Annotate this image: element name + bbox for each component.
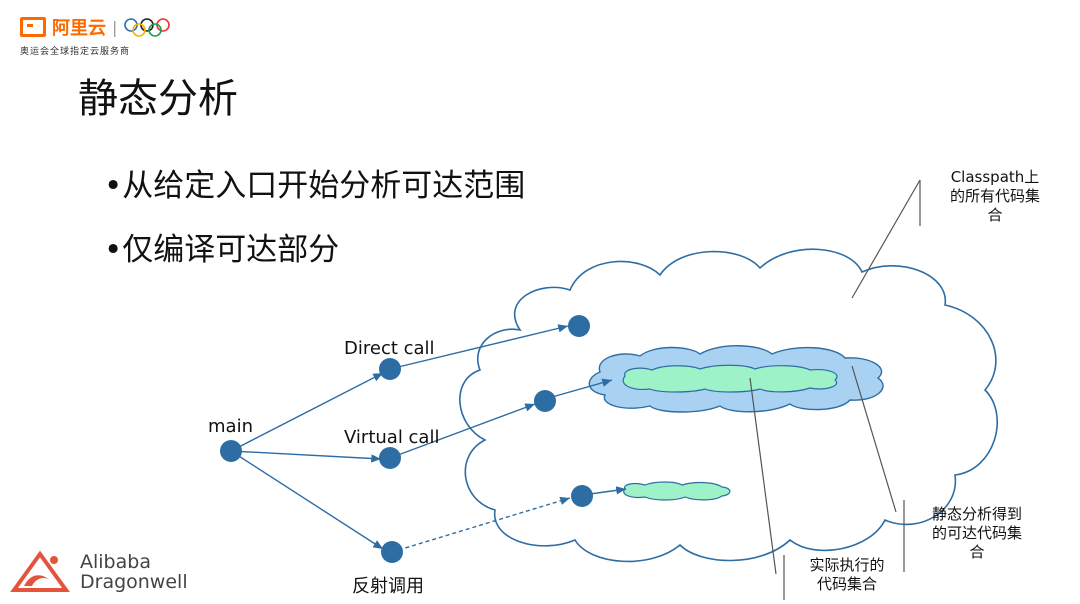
node-reflection-call (381, 541, 403, 563)
edge-main-virtual (230, 450, 382, 463)
dragonwell-logo: Alibaba Dragonwell (10, 548, 200, 596)
node-main (220, 440, 242, 462)
edge-virtual-target (389, 403, 536, 459)
annotation-line: 实际执行的 (809, 556, 885, 574)
aliyun-mark-icon (20, 17, 46, 37)
annotation-line: 的所有代码集 (949, 187, 1040, 205)
node-direct-call (379, 358, 401, 380)
edge-virtual-to-static-cloud (544, 378, 613, 400)
actual-executed-cloud-2 (623, 481, 731, 501)
edge-main-direct (230, 372, 384, 452)
edge-direct-target (389, 324, 569, 370)
annotation-line: 合 (987, 206, 1003, 224)
annotation-classpath: Classpath上 的所有代码集 合 (930, 168, 1060, 225)
label-direct-call: Direct call (344, 338, 435, 359)
brand-line-1: Alibaba (80, 551, 151, 573)
node-virtual-target (534, 390, 556, 412)
dragonwell-mark-icon (10, 550, 70, 592)
olympic-rings-icon (124, 18, 171, 37)
classpath-leader (851, 179, 921, 299)
aliyun-subtitle: 奥运会全球指定云服务商 (20, 47, 131, 57)
annotation-line: Classpath上 (950, 168, 1040, 186)
bullet-item: •从给定入口开始分析可达范围 (104, 168, 526, 204)
node-virtual-call (379, 447, 401, 469)
annotation-line: 合 (969, 543, 985, 561)
actual-executed-cloud-1 (622, 364, 838, 393)
brand-line-2: Dragonwell (80, 571, 188, 593)
page-title: 静态分析 (78, 76, 238, 122)
node-reflect-target (571, 485, 593, 507)
aliyun-brand-text: 阿里云 (52, 18, 106, 39)
static-leader (851, 365, 897, 513)
annotation-actual-executed: 实际执行的 代码集合 (792, 556, 902, 594)
bullet-item: •仅编译可达部分 (104, 232, 340, 268)
aliyun-logo: 阿里云 | 奥运会全球指定云服务商 (20, 14, 190, 64)
annotation-line: 静态分析得到 (931, 505, 1022, 523)
label-main: main (208, 416, 253, 437)
edge-main-reflect (230, 450, 384, 550)
label-reflection-call: 反射调用 (352, 576, 424, 597)
annotation-line: 代码集合 (816, 575, 877, 593)
label-virtual-call: Virtual call (344, 427, 440, 448)
annotation-line: 的可达代码集 (931, 524, 1022, 542)
logo-divider: | (112, 17, 118, 37)
node-direct-target (568, 315, 590, 337)
actual-leader (749, 377, 777, 575)
edge-reflect-target (391, 496, 571, 553)
annotation-static-reachable: 静态分析得到 的可达代码集 合 (912, 505, 1042, 562)
